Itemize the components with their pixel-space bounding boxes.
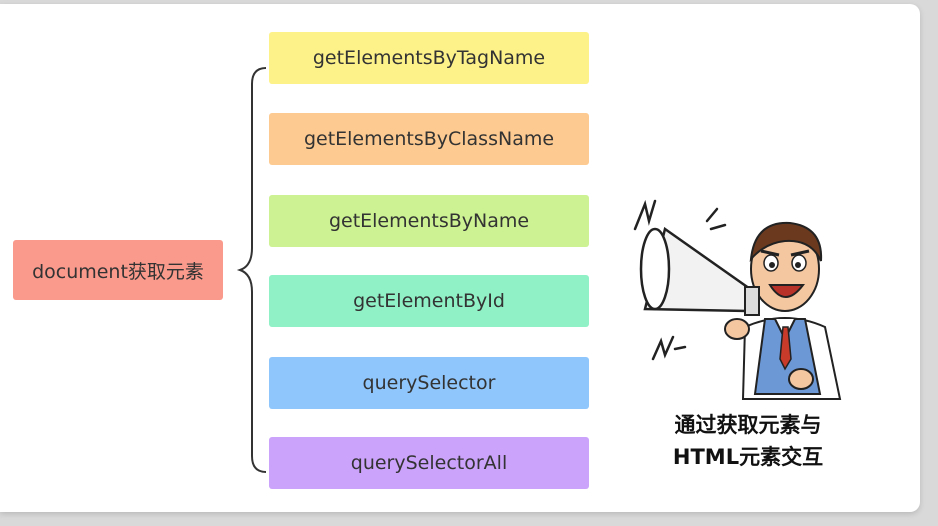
method-label: getElementsByTagName bbox=[312, 47, 546, 69]
method-node-queryselector: querySelector bbox=[269, 357, 589, 409]
method-label: getElementsByClassName bbox=[303, 128, 555, 150]
method-node-queryselectorall: querySelectorAll bbox=[269, 437, 589, 489]
method-node-getelementsbyclassname: getElementsByClassName bbox=[269, 113, 589, 165]
caption-line-1: 通过获取元素与 bbox=[674, 413, 822, 437]
method-label: querySelector bbox=[362, 372, 496, 394]
root-node-label: document获取元素 bbox=[32, 260, 204, 283]
illustration-caption: 通过获取元素与 HTML元素交互 bbox=[648, 409, 848, 473]
method-node-getelementsbyname: getElementsByName bbox=[269, 195, 589, 247]
method-node-getelementbyid: getElementById bbox=[269, 275, 589, 327]
method-node-getelementsbytagname: getElementsByTagName bbox=[269, 32, 589, 84]
man-with-megaphone-icon bbox=[633, 199, 842, 400]
method-label: querySelectorAll bbox=[350, 452, 508, 474]
root-node: document获取元素 bbox=[13, 240, 223, 300]
curly-brace-icon bbox=[236, 67, 267, 473]
method-label: getElementById bbox=[353, 290, 505, 312]
method-label: getElementsByName bbox=[328, 210, 530, 232]
caption-line-2: HTML元素交互 bbox=[672, 445, 824, 469]
diagram-card: document获取元素 getElementsByTagName getEle… bbox=[0, 4, 920, 512]
